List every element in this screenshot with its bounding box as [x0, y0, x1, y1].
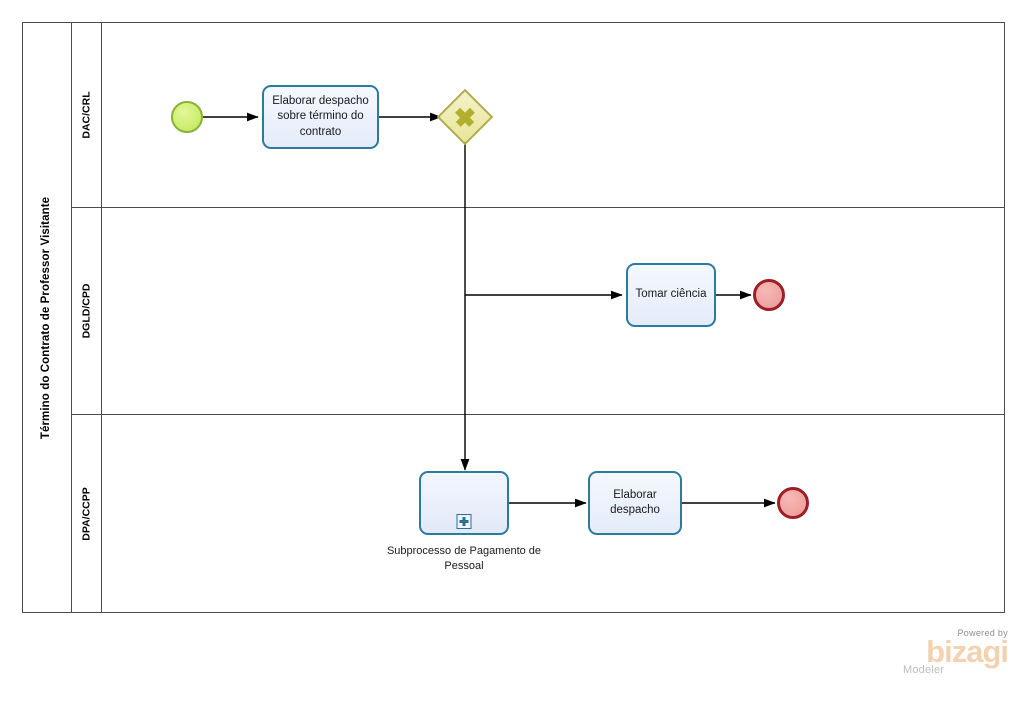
lane-divider-2: [72, 414, 1005, 415]
lane-label-dgld-cpd: DGLD/CPD: [80, 283, 93, 338]
lane-header-dgld-cpd: DGLD/CPD: [72, 207, 102, 414]
watermark-powered-by: Powered by: [957, 628, 1008, 638]
lane-label-dpa-ccpp: DPA/CCPP: [80, 486, 93, 541]
end-event-lane3[interactable]: [777, 487, 809, 519]
lane-header-dac-crl: DAC/CRL: [72, 22, 102, 207]
bizagi-watermark: Powered by bizagi Modeler: [900, 628, 1009, 677]
lane-label-dac-crl: DAC/CRL: [80, 90, 93, 139]
subprocess-label: Subprocesso de Pagamento de Pessoal: [386, 545, 542, 572]
subprocess-pagamento-pessoal[interactable]: [419, 471, 509, 535]
task-label: Elaborar despacho sobre término do contr…: [272, 95, 369, 138]
end-event-lane2[interactable]: [753, 279, 785, 311]
start-event[interactable]: [171, 101, 203, 133]
task-tomar-ciencia[interactable]: Tomar ciência: [626, 263, 716, 327]
task-elaborar-despacho[interactable]: Elaborar despacho: [588, 471, 682, 535]
collapsed-subprocess-plus-icon: [456, 514, 472, 529]
pool-frame: [22, 22, 1005, 613]
pool-title: Término do Contrato de Professor Visitan…: [22, 22, 72, 613]
pool-title-label: Término do Contrato de Professor Visitan…: [40, 196, 53, 439]
lane-divider-1: [72, 207, 1005, 208]
watermark-product: Modeler: [903, 664, 945, 677]
task-label: Tomar ciência: [635, 288, 707, 301]
watermark-brand: bizagi: [926, 634, 1009, 669]
task-label: Elaborar despacho: [610, 488, 660, 516]
lane-header-dpa-ccpp: DPA/CCPP: [72, 414, 102, 613]
task-elaborar-despacho-termino[interactable]: Elaborar despacho sobre término do contr…: [262, 85, 379, 149]
